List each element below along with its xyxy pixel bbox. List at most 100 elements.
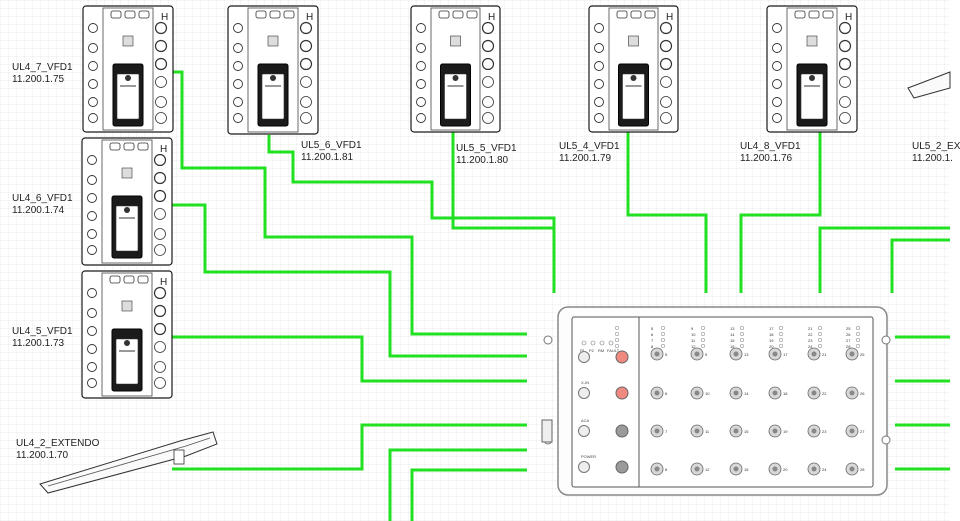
connector-port xyxy=(153,189,167,203)
mounting-hole xyxy=(772,61,782,71)
port-inner xyxy=(849,351,855,357)
device-name: UL4_5_VFD1 xyxy=(12,326,73,337)
keypad-icon xyxy=(267,35,279,47)
led-number: 10 xyxy=(691,332,696,337)
device-label-ul5-5[interactable]: UL5_5_VFD1 11.200.1.80 xyxy=(456,143,517,167)
mounting-hole xyxy=(594,43,604,53)
mounting-hole xyxy=(594,23,604,33)
port-inner xyxy=(772,466,778,472)
mounting-hole xyxy=(87,308,97,318)
port-led xyxy=(660,337,666,343)
keypad-icon xyxy=(806,35,818,47)
cable-gland xyxy=(794,10,806,19)
connector-port xyxy=(838,57,852,71)
ethernet-cable xyxy=(451,132,556,293)
connector-port xyxy=(482,112,494,124)
led-number: 17 xyxy=(769,326,774,331)
cable-gland xyxy=(123,142,135,151)
vfd-panel: H xyxy=(227,5,319,135)
port-number: 21 xyxy=(822,352,827,357)
led-number: 28 xyxy=(846,344,851,349)
cable-gland xyxy=(138,10,150,19)
port-inner xyxy=(811,351,817,357)
port-number: 6 xyxy=(665,391,668,396)
mounting-tab xyxy=(881,435,891,445)
mounting-hole xyxy=(87,344,97,354)
device-label-ul4-7[interactable]: UL4_7_VFD1 11.200.1.75 xyxy=(12,62,73,86)
device-label-ul4-8[interactable]: UL4_8_VFD1 11.200.1.76 xyxy=(740,141,801,165)
led-number: 23 xyxy=(808,338,813,343)
ethernet-cable xyxy=(818,226,950,293)
port-number: 9 xyxy=(705,352,708,357)
port-number: 11 xyxy=(705,429,710,434)
drive-cover xyxy=(800,73,824,120)
mounting-hole xyxy=(416,23,426,33)
cable-gland xyxy=(123,275,135,284)
ethernet-cable xyxy=(172,423,527,471)
ethernet-cable xyxy=(890,238,950,293)
port-number: 24 xyxy=(822,467,827,472)
keypad-icon xyxy=(628,35,639,47)
port-inner xyxy=(694,351,700,357)
terminal-icon: H xyxy=(666,12,673,23)
connector-port xyxy=(154,21,168,35)
brand-logo xyxy=(630,75,637,81)
mounting-hole xyxy=(233,97,243,107)
ethernet-cable xyxy=(626,132,708,293)
connector-port xyxy=(659,39,673,53)
port-led xyxy=(855,325,861,331)
ground-terminal xyxy=(541,419,553,443)
led-number: 24 xyxy=(808,344,813,349)
cable-gland xyxy=(438,10,450,19)
connector-port xyxy=(838,21,852,35)
connector-port xyxy=(155,96,167,108)
vfd-panel: H xyxy=(410,5,501,133)
connector-port xyxy=(659,57,673,71)
mounting-hole xyxy=(772,97,782,107)
port-led xyxy=(778,337,784,343)
port-led xyxy=(614,343,620,349)
mounting-hole xyxy=(87,378,97,388)
port-number: 28 xyxy=(860,467,865,472)
connector-port xyxy=(299,21,313,35)
cable-gland xyxy=(109,275,121,284)
device-label-ul4-2[interactable]: UL4_2_EXTENDO 11.200.1.70 xyxy=(16,438,99,462)
mounting-hole xyxy=(594,61,604,71)
device-name: UL5_4_VFD1 xyxy=(559,141,620,152)
led-number: 15 xyxy=(730,338,735,343)
conveyor-layer xyxy=(39,71,951,494)
switch-port xyxy=(578,387,590,399)
vfd-panel: H xyxy=(82,5,174,133)
device-label-ul4-6[interactable]: UL4_6_VFD1 11.200.1.74 xyxy=(12,193,73,217)
device-ip: 11.200.1.70 xyxy=(16,450,69,461)
device-label-ul5-4[interactable]: UL5_4_VFD1 11.200.1.79 xyxy=(559,141,620,165)
mounting-hole xyxy=(87,193,97,203)
device-name: UL4_7_VFD1 xyxy=(12,62,73,73)
port-label: X-IN xyxy=(581,380,589,385)
mounting-hole xyxy=(87,229,97,239)
device-name: UL5_6_VFD1 xyxy=(301,140,362,151)
connector-port xyxy=(839,112,851,124)
mounting-hole xyxy=(416,79,426,89)
vfd-panel: H xyxy=(766,5,858,133)
cable-gland xyxy=(269,10,281,19)
keypad-icon xyxy=(121,300,133,312)
port-inner xyxy=(772,390,778,396)
connector-port xyxy=(659,21,673,35)
brand-logo xyxy=(124,340,130,346)
ethernet-cable xyxy=(388,448,527,521)
device-label-ul4-5[interactable]: UL4_5_VFD1 11.200.1.73 xyxy=(12,326,73,350)
port-number: 12 xyxy=(705,467,710,472)
port-led xyxy=(614,325,620,331)
port-inner xyxy=(849,466,855,472)
cable-gland xyxy=(808,10,820,19)
cable-gland xyxy=(110,10,122,19)
switch-port xyxy=(615,460,629,474)
vfd-panel: H xyxy=(81,137,173,266)
cable-gland xyxy=(616,10,628,19)
connector-port xyxy=(839,96,851,108)
port-inner xyxy=(733,390,739,396)
device-label-ul5-2[interactable]: UL5_2_EX 11.200.1. xyxy=(912,141,960,165)
device-label-ul5-6[interactable]: UL5_6_VFD1 11.200.1.81 xyxy=(301,140,362,164)
